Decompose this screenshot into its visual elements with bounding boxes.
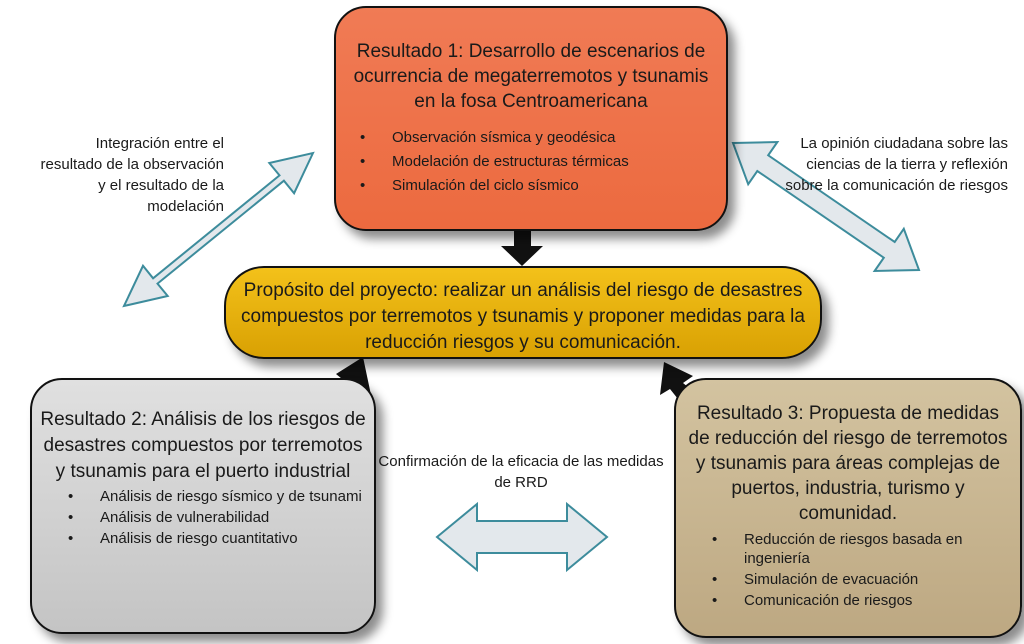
list-item: Simulación de evacuación [712, 570, 1014, 589]
citizen-opinion-label: La opinión ciudadana sobre las ciencias … [785, 135, 1008, 194]
list-item: Reducción de riesgos basada en ingenierí… [712, 530, 1014, 568]
project-purpose-text: Propósito del proyecto: realizar un anál… [241, 280, 805, 353]
project-purpose-box: Propósito del proyecto: realizar un anál… [224, 266, 822, 359]
result-1-box: Resultado 1: Desarrollo de escenarios de… [334, 6, 728, 231]
result-3-title: Resultado 3: Propuesta de medidas de red… [688, 403, 1008, 524]
list-item: Comunicación de riesgos [712, 591, 1014, 610]
integration-label: Integración entre el resultado de la obs… [40, 135, 224, 215]
rrd-confirmation-label: Confirmación de la eficacia de las medid… [378, 453, 664, 491]
result-2-list: Análisis de riesgo sísmico y de tsunami … [32, 485, 374, 548]
result-2-title: Resultado 2: Análisis de los riesgos de … [40, 409, 366, 482]
double-arrow-left-diagonal [122, 151, 315, 308]
list-item: Análisis de riesgo sísmico y de tsunami [68, 487, 368, 506]
result-3-list: Reducción de riesgos basada en ingenierí… [676, 526, 1020, 610]
result-2-box: Resultado 2: Análisis de los riesgos de … [30, 378, 376, 634]
list-item: Análisis de riesgo cuantitativo [68, 529, 368, 548]
double-arrow-right-diagonal [731, 140, 921, 273]
list-item: Observación sísmica y geodésica [360, 126, 726, 150]
list-item: Modelación de estructuras térmicas [360, 150, 726, 174]
result-1-title: Resultado 1: Desarrollo de escenarios de… [353, 41, 709, 112]
result-3-box: Resultado 3: Propuesta de medidas de red… [674, 378, 1022, 638]
result-1-list: Observación sísmica y geodésica Modelaci… [336, 114, 726, 198]
double-arrow-horizontal [435, 501, 609, 573]
list-item: Análisis de vulnerabilidad [68, 508, 368, 527]
arrow-down-result1-to-purpose [501, 228, 543, 266]
list-item: Simulación del ciclo sísmico [360, 174, 726, 198]
